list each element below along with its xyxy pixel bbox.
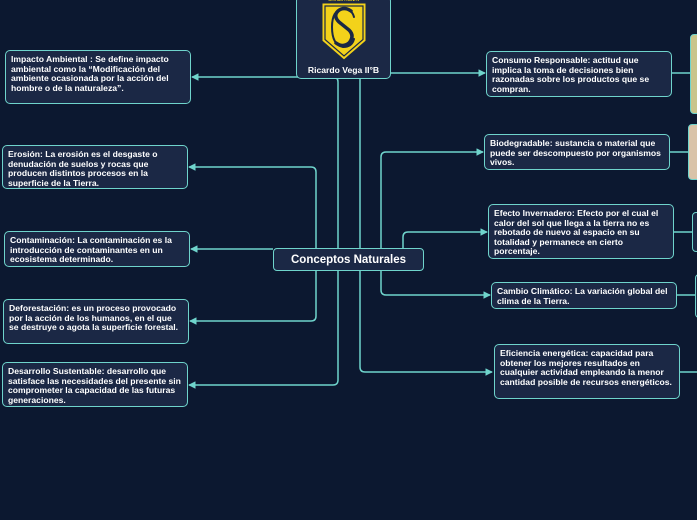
central-topic[interactable]: Conceptos Naturales bbox=[273, 248, 424, 271]
node-impacto-ambiental[interactable]: Impacto Ambiental : Se define impacto am… bbox=[5, 50, 191, 104]
school-shield-logo: CHAMPAGNAT bbox=[319, 0, 369, 61]
author-card: CHAMPAGNAT Ricardo Vega II°B bbox=[296, 0, 391, 79]
node-desarrollo-sustentable[interactable]: Desarrollo Sustentable: desarrollo que s… bbox=[2, 362, 188, 407]
side-image-1 bbox=[690, 34, 697, 114]
node-biodegradable[interactable]: Biodegradable: sustancia o material que … bbox=[484, 134, 670, 170]
logo-text: CHAMPAGNAT bbox=[328, 0, 360, 2]
node-efecto-invernadero[interactable]: Efecto Invernadero: Efecto por el cual e… bbox=[488, 204, 674, 259]
node-deforestacion[interactable]: Deforestación: es un proceso provocado p… bbox=[3, 299, 189, 344]
side-image-3 bbox=[692, 212, 697, 252]
node-contaminacion[interactable]: Contaminación: La contaminación es la in… bbox=[4, 231, 190, 267]
node-erosion[interactable]: Erosión: La erosión es el desgaste o den… bbox=[2, 145, 188, 189]
node-cambio-climatico[interactable]: Cambio Climático: La variación global de… bbox=[491, 282, 677, 309]
side-image-2 bbox=[688, 124, 697, 180]
node-eficiencia-energetica[interactable]: Eficiencia energética: capacidad para ob… bbox=[494, 344, 680, 399]
node-consumo-responsable[interactable]: Consumo Responsable: actitud que implica… bbox=[486, 51, 672, 97]
author-label: Ricardo Vega II°B bbox=[297, 65, 390, 75]
